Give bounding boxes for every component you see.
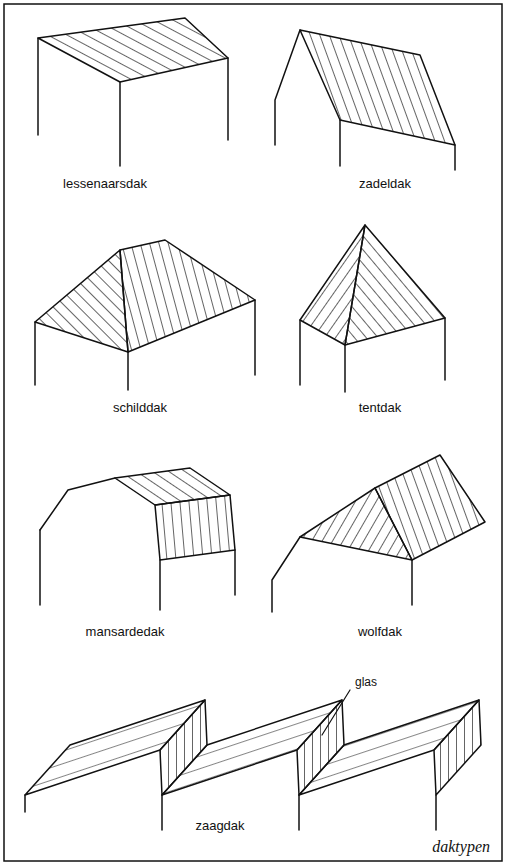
post xyxy=(254,300,256,375)
post xyxy=(299,320,301,385)
roof-type-label: wolfdak xyxy=(358,624,402,639)
frame xyxy=(4,4,502,861)
post xyxy=(339,120,341,166)
post xyxy=(127,352,129,390)
gable-edge xyxy=(275,30,300,145)
roof-type-label: schilddak xyxy=(113,400,167,415)
post xyxy=(344,345,346,392)
gable-roof xyxy=(300,30,455,145)
post xyxy=(119,82,121,166)
roof-type-label: tentdak xyxy=(359,400,402,415)
gable-edge xyxy=(272,537,300,612)
hip-face xyxy=(35,250,128,352)
post xyxy=(34,322,36,385)
post xyxy=(411,560,413,605)
post xyxy=(234,550,236,595)
post xyxy=(454,145,456,170)
post xyxy=(39,530,41,605)
roof-type-label: zaagdak xyxy=(195,818,244,833)
post xyxy=(444,318,446,380)
post xyxy=(435,795,437,830)
post xyxy=(24,795,26,812)
leader-line xyxy=(322,690,350,735)
post xyxy=(298,795,300,830)
glass-face xyxy=(434,700,481,795)
post xyxy=(227,58,229,140)
post xyxy=(159,560,161,610)
roof-type-label: lessenaarsdak xyxy=(63,176,147,191)
caption: daktypen xyxy=(432,838,490,856)
roof-type-label: mansardedak xyxy=(86,624,165,639)
hip-roof xyxy=(120,240,255,352)
shed-roof xyxy=(38,18,228,82)
half-hip-roof xyxy=(375,455,485,560)
pyramid-face xyxy=(345,225,445,345)
post xyxy=(37,38,39,135)
post xyxy=(161,795,163,830)
callout-label: glas xyxy=(355,675,377,690)
roof-type-label: zadeldak xyxy=(359,176,411,191)
mansard-lower xyxy=(155,495,235,560)
gable-edge xyxy=(40,478,115,530)
